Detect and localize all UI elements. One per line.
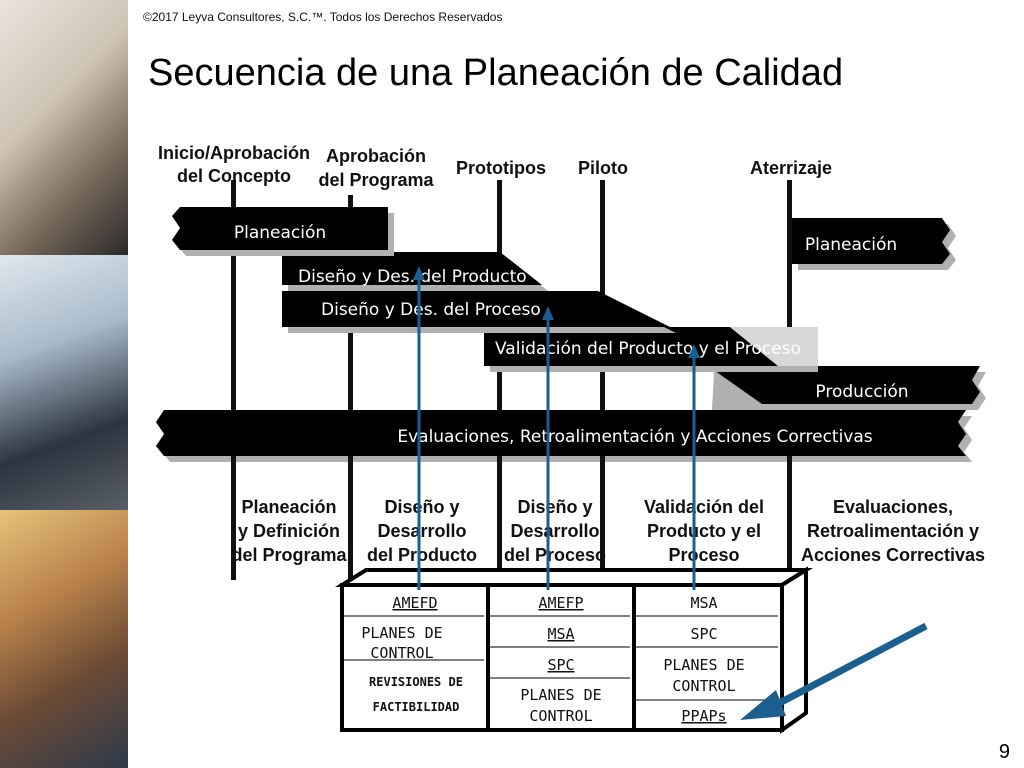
milestone-labels: Inicio/Aprobación del Concepto Aprobació… bbox=[158, 143, 832, 190]
phase-label-line1: Diseño y bbox=[384, 497, 459, 517]
phase-label-line2: Desarrollo bbox=[377, 521, 466, 541]
bar-label-planeacion-left: Planeación bbox=[234, 223, 326, 243]
page-title: Secuencia de una Planeación de Calidad bbox=[148, 52, 844, 94]
phase-label-line1: Diseño y bbox=[517, 497, 592, 517]
milestone-label-line1: Aprobación bbox=[326, 146, 426, 166]
phase-label-line3: del Programa bbox=[231, 545, 347, 565]
milestone-label-line1: Prototipos bbox=[456, 158, 546, 178]
photo-man-phone bbox=[0, 510, 128, 768]
phase-label-line1: Validación del bbox=[644, 497, 764, 517]
milestone-label-line1: Inicio/Aprobación bbox=[158, 143, 310, 163]
milestone-line-program bbox=[348, 195, 353, 580]
table-cell: SPC bbox=[547, 656, 574, 674]
table-cell: CONTROL bbox=[672, 677, 735, 695]
photo-laptop-office bbox=[0, 255, 128, 510]
bar-label-diseno-producto: Diseño y Des. del Producto bbox=[298, 267, 527, 287]
phase-label-line3: del Producto bbox=[367, 545, 477, 565]
bar-label-diseno-proceso: Diseño y Des. del Proceso bbox=[321, 300, 541, 320]
table-cell: CONTROL bbox=[529, 707, 592, 725]
phase-label-line3: Proceso bbox=[668, 545, 739, 565]
phase-label-line3: Acciones Correctivas bbox=[801, 545, 985, 565]
deliverables-table: AMEFD PLANES DE CONTROL REVISIONES DE FA… bbox=[335, 566, 813, 734]
table-cell: MSA bbox=[690, 594, 717, 612]
phase-label-line1: Planeación bbox=[241, 497, 336, 517]
table-cell-ppaps: PPAPs bbox=[681, 707, 726, 725]
photo-strip bbox=[0, 0, 128, 768]
milestone-line-prototypes bbox=[497, 180, 502, 580]
bar-validacion: Validación del Producto y el Proceso bbox=[484, 327, 818, 372]
connector-arrows bbox=[413, 266, 700, 590]
bar-planeacion-left: Planeación bbox=[172, 207, 394, 256]
table-cell-amefd: AMEFD bbox=[392, 594, 437, 612]
photo-man-thinking bbox=[0, 0, 128, 255]
bar-label-produccion: Producción bbox=[815, 382, 908, 402]
milestone-lines-over bbox=[231, 456, 792, 501]
milestone-label-line2: del Concepto bbox=[177, 166, 291, 186]
milestone-label-line1: Piloto bbox=[578, 158, 628, 178]
page-number: 9 bbox=[998, 741, 1010, 763]
milestone-line-concept bbox=[231, 180, 236, 580]
phase-label-line2: Desarrollo bbox=[510, 521, 599, 541]
ppaps-pointer-arrow bbox=[740, 622, 928, 720]
table-cell: SPC bbox=[690, 625, 717, 643]
table-cell: FACTIBILIDAD bbox=[373, 700, 460, 714]
bar-label-evaluaciones: Evaluaciones, Retroalimentación y Accion… bbox=[397, 427, 872, 447]
arrowhead-icon bbox=[740, 690, 786, 720]
bar-planeacion-right: Planeación bbox=[792, 218, 956, 270]
table-cell: PLANES DE bbox=[663, 656, 744, 674]
milestone-label-line1: Aterrizaje bbox=[750, 158, 832, 178]
phase-labels: Planeación y Definición del Programa Dis… bbox=[231, 497, 985, 565]
phase-label-line1: Evaluaciones, bbox=[833, 497, 953, 517]
copyright-notice: ©2017 Leyva Consultores, S.C.™. Todos lo… bbox=[143, 10, 503, 24]
table-cell: PLANES DE bbox=[520, 686, 601, 704]
phase-label-line3: del Proceso bbox=[504, 545, 606, 565]
phase-label-line2: y Definición bbox=[238, 521, 340, 541]
milestone-label-line2: del Programa bbox=[318, 170, 434, 190]
table-cell: PLANES DE bbox=[361, 624, 442, 642]
bar-diseno-proceso: Diseño y Des. del Proceso bbox=[282, 291, 676, 333]
bar-produccion: Producción bbox=[708, 366, 986, 410]
arrowhead-icon bbox=[413, 266, 425, 280]
table-cell-amefp: AMEFP bbox=[538, 594, 583, 612]
bar-evaluaciones: Evaluaciones, Retroalimentación y Accion… bbox=[156, 410, 972, 462]
arrowhead-icon bbox=[688, 344, 700, 358]
table-cell: REVISIONES DE bbox=[369, 675, 463, 689]
bar-diseno-producto: Diseño y Des. del Producto bbox=[282, 252, 548, 291]
pointer-line bbox=[768, 622, 928, 712]
phase-label-line2: Producto y el bbox=[647, 521, 761, 541]
table-cell: CONTROL bbox=[370, 644, 433, 662]
milestone-line-pilot bbox=[600, 180, 605, 580]
bar-label-validacion: Validación del Producto y el Proceso bbox=[495, 339, 801, 359]
arrowhead-icon bbox=[542, 306, 554, 320]
phase-bars: Evaluaciones, Retroalimentación y Accion… bbox=[156, 207, 986, 462]
phase-label-line2: Retroalimentación y bbox=[807, 521, 979, 541]
bar-label-planeacion-right: Planeación bbox=[805, 235, 897, 255]
table-cell: MSA bbox=[547, 625, 574, 643]
